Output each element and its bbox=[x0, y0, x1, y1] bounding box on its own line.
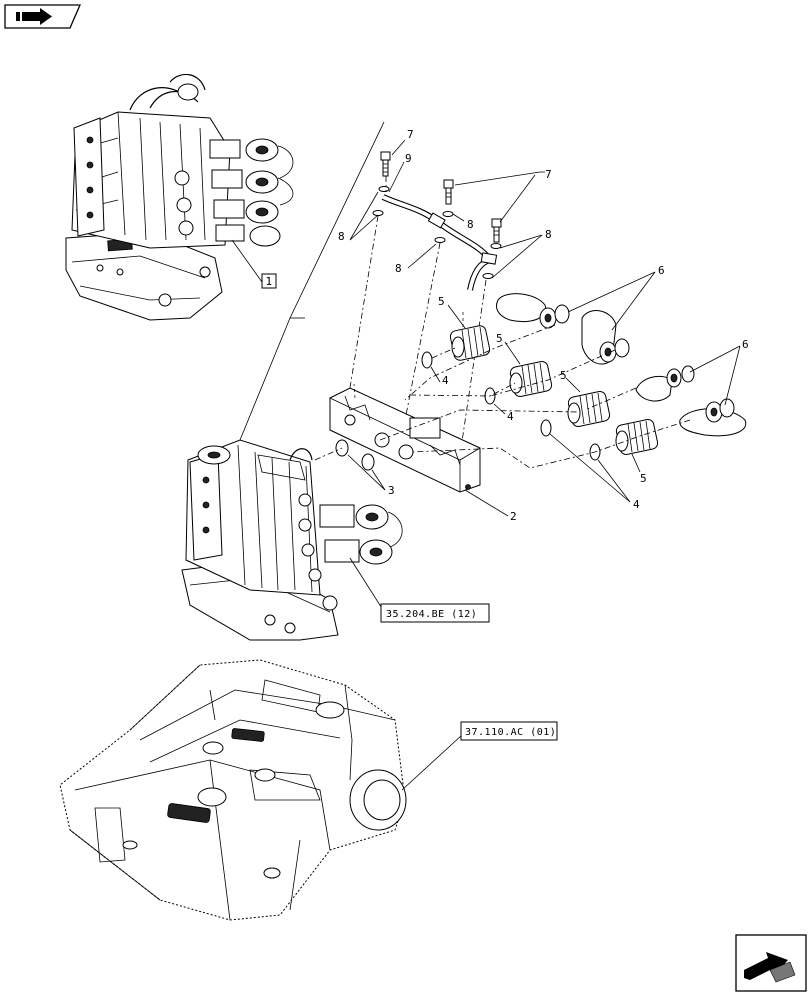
callout-4-c: 4 bbox=[633, 498, 640, 511]
callout-4-a: 4 bbox=[442, 374, 449, 387]
callout-1: 1 bbox=[266, 275, 273, 288]
washer-8-d bbox=[434, 237, 446, 243]
callout-5-d: 5 bbox=[640, 472, 647, 485]
callout-5-c: 5 bbox=[560, 369, 567, 382]
connector-6-c bbox=[635, 365, 695, 402]
callout-box-1 bbox=[261, 273, 277, 289]
brand-logo-plate bbox=[167, 728, 265, 823]
callout-8-c: 8 bbox=[395, 262, 402, 275]
reference-box-housing[interactable] bbox=[460, 721, 558, 741]
back-arrow-icon[interactable] bbox=[4, 4, 81, 29]
connector-6-a bbox=[496, 293, 570, 329]
solenoid-5-d bbox=[615, 418, 659, 456]
callout-7-a: 7 bbox=[407, 128, 414, 141]
lift-housing bbox=[59, 659, 407, 921]
callout-7-b: 7 bbox=[545, 168, 552, 181]
callout-3: 3 bbox=[388, 484, 395, 497]
callout-4-b: 4 bbox=[507, 410, 514, 423]
callout-6-a: 6 bbox=[658, 264, 665, 277]
connector-6-d bbox=[679, 398, 747, 437]
washer-8-c bbox=[442, 211, 454, 217]
o-ring-3-b bbox=[361, 453, 375, 471]
manifold-block-2 bbox=[329, 387, 481, 493]
screw-7-left bbox=[380, 151, 391, 177]
reference-box-valve-block[interactable] bbox=[380, 603, 490, 623]
callout-5-b: 5 bbox=[496, 332, 503, 345]
valve-assembly-overview bbox=[65, 73, 294, 321]
reference-housing[interactable]: 37.110.AC (01) bbox=[465, 727, 556, 738]
o-ring-4-c bbox=[540, 419, 552, 437]
connector-6-b bbox=[581, 310, 630, 365]
callout-5-a: 5 bbox=[438, 295, 445, 308]
callout-8-b: 8 bbox=[467, 218, 474, 231]
solenoid-5-b bbox=[509, 360, 553, 398]
callout-8-d: 8 bbox=[545, 228, 552, 241]
o-ring-4-a bbox=[421, 351, 433, 369]
washer-8-a bbox=[378, 186, 390, 192]
solenoid-5-a bbox=[449, 325, 491, 361]
screw-7-mid bbox=[443, 179, 454, 205]
washer-8-e bbox=[490, 243, 502, 249]
callout-6-b: 6 bbox=[742, 338, 749, 351]
next-arrow-icon[interactable] bbox=[735, 934, 807, 992]
callout-8-a: 8 bbox=[338, 230, 345, 243]
callout-9: 9 bbox=[405, 152, 412, 165]
screw-7-right bbox=[491, 218, 502, 243]
washer-8-f bbox=[482, 273, 494, 279]
reference-valve-block[interactable]: 35.204.BE (12) bbox=[386, 609, 477, 620]
valve-assembly-middle bbox=[181, 439, 403, 641]
callout-2: 2 bbox=[510, 510, 517, 523]
washer-8-b bbox=[372, 210, 384, 216]
solenoid-5-c bbox=[567, 390, 611, 428]
